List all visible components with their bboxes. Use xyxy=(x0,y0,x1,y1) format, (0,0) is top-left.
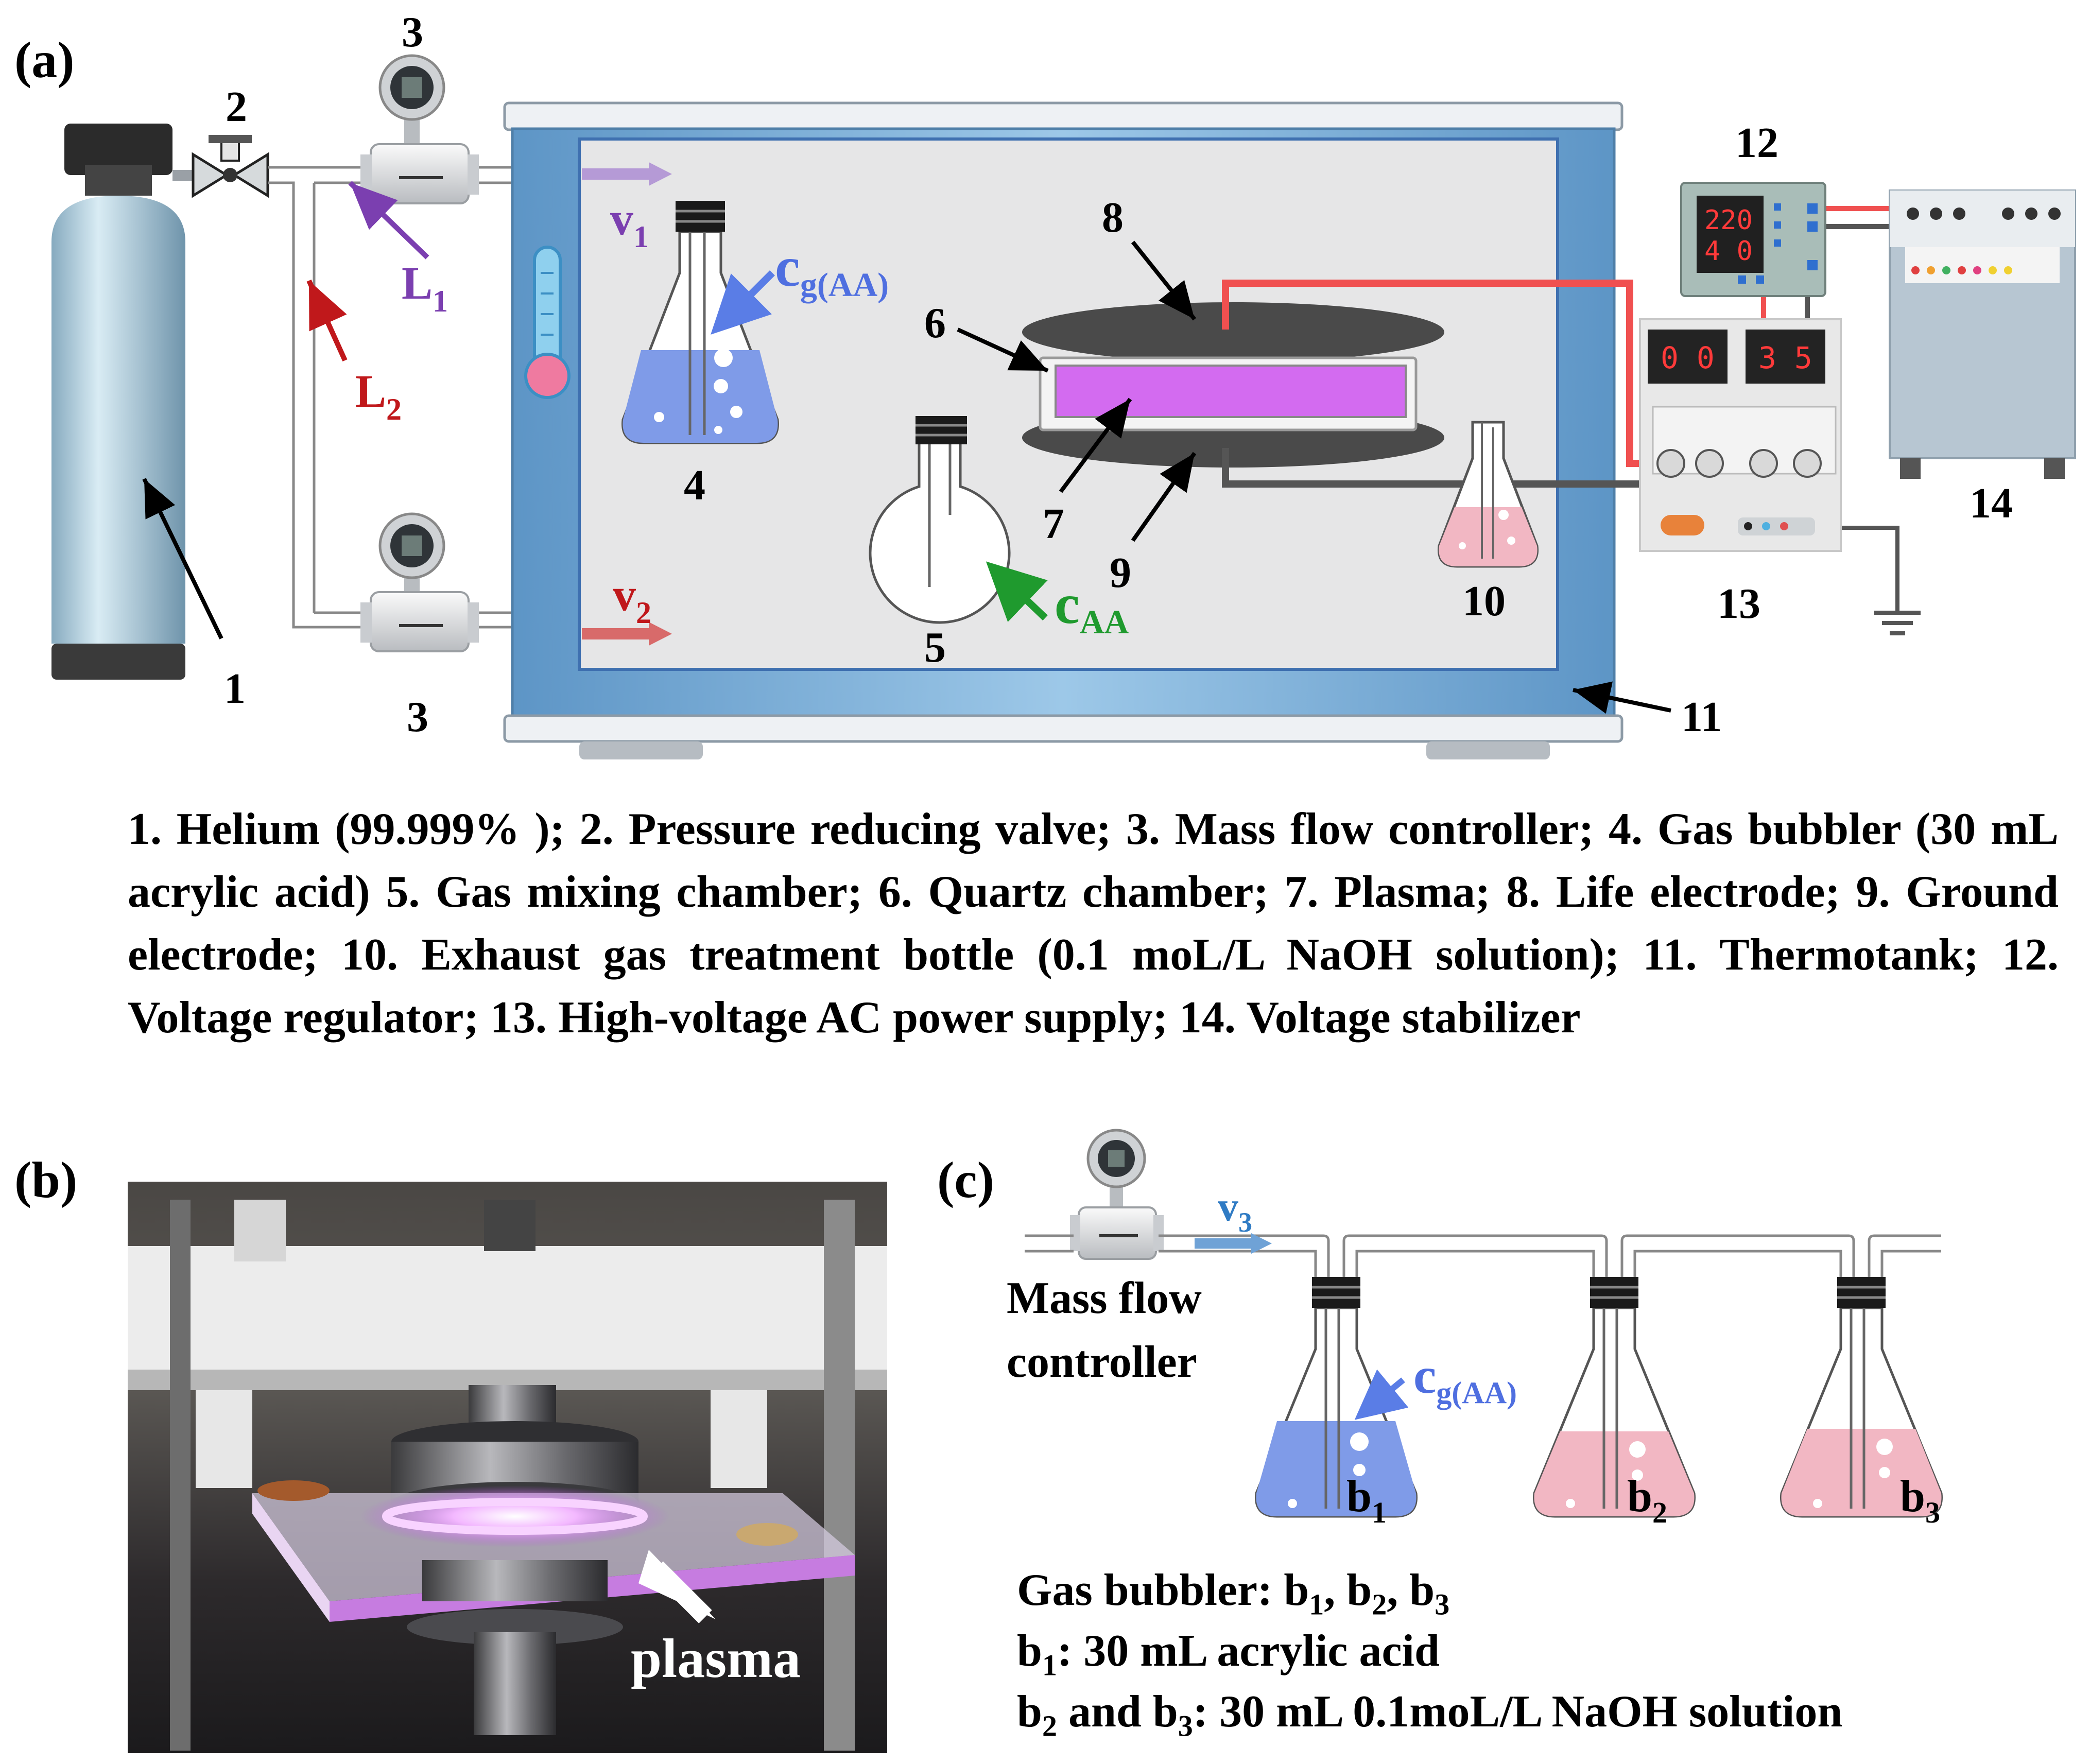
arrow-L2 xyxy=(306,279,348,362)
bubbler-b3 xyxy=(1780,1277,1943,1518)
plasma-pointer-shaft xyxy=(650,1561,712,1623)
label-v2: v2 xyxy=(613,569,651,630)
voltage-regulator-12: 220 4 0 xyxy=(1680,182,1826,297)
mfc-label-line2: controller xyxy=(1007,1337,1197,1387)
label-6: 6 xyxy=(924,299,946,347)
exhaust-bottle-10 xyxy=(1437,421,1539,568)
label-10: 10 xyxy=(1462,577,1506,625)
panel-c-line2: b1: 30 mL acrylic acid xyxy=(1017,1626,1440,1682)
label-7: 7 xyxy=(1043,500,1064,548)
label-14: 14 xyxy=(1970,479,2013,527)
arrow-cg-a xyxy=(711,270,775,335)
plasma-photo-label: plasma xyxy=(631,1628,801,1689)
flow-arrow-v2 xyxy=(582,622,672,646)
bubbler-b2 xyxy=(1533,1277,1696,1518)
mass-flow-controller-bottom xyxy=(360,512,479,652)
panel-c-gas-lines xyxy=(1025,1234,1941,1277)
panel-a-label: (a) xyxy=(14,31,75,89)
label-11: 11 xyxy=(1681,693,1722,741)
arrow-7 xyxy=(1059,397,1132,493)
label-cg-c: cg(AA) xyxy=(1413,1347,1517,1410)
label-3-top: 3 xyxy=(402,8,423,56)
mfc-label: Mass flow controller xyxy=(1007,1267,1202,1394)
label-b2: b2 xyxy=(1627,1472,1667,1529)
label-v1: v1 xyxy=(610,194,649,254)
gas-bubbler-4 xyxy=(621,201,779,444)
pressure-reducing-valve xyxy=(172,135,269,198)
label-cg-a: cg(AA) xyxy=(775,235,889,304)
label-caa: cAA xyxy=(1055,573,1129,641)
power-display-left: 0 0 xyxy=(1661,340,1715,375)
voltage-stabilizer-14 xyxy=(1889,189,2076,479)
arrow-L1 xyxy=(348,181,429,260)
legend-text: 1. Helium (99.999% ); 2. Pressure reduci… xyxy=(128,804,2059,1043)
thermometer-icon xyxy=(524,246,571,399)
gas-mixing-chamber-5 xyxy=(869,416,1011,624)
label-L2: L2 xyxy=(355,366,402,426)
arrow-9 xyxy=(1131,452,1197,542)
panel-c-line3: b2 and b3: 30 mL 0.1moL/L NaOH solution xyxy=(1017,1687,1843,1743)
label-9: 9 xyxy=(1110,549,1131,597)
mass-flow-controller-c xyxy=(1070,1129,1164,1260)
label-5: 5 xyxy=(924,624,946,671)
reactor xyxy=(1022,302,1444,468)
plasma-photo xyxy=(128,1182,887,1753)
arrow-11 xyxy=(1573,681,1671,714)
panel-c-line1: Gas bubbler: b1, b2, b3 xyxy=(1017,1565,1450,1621)
label-13: 13 xyxy=(1717,580,1760,628)
label-3-bottom: 3 xyxy=(407,693,428,741)
label-4: 4 xyxy=(684,461,705,509)
power-supply-13: 0 0 3 5 xyxy=(1639,318,1842,552)
arrow-6 xyxy=(957,327,1049,373)
mfc-label-line1: Mass flow xyxy=(1007,1273,1202,1323)
panel-b-label: (b) xyxy=(14,1151,77,1208)
label-v3: v3 xyxy=(1218,1184,1252,1238)
arrow-8 xyxy=(1131,240,1197,321)
arrow-cg-c xyxy=(1354,1369,1409,1420)
regulator-display-top: 220 xyxy=(1704,205,1753,236)
label-1: 1 xyxy=(224,665,246,713)
flow-arrow-v1 xyxy=(582,162,672,186)
arrow-caa xyxy=(986,561,1048,622)
helium-cylinder xyxy=(51,124,185,680)
bubbler-b1 xyxy=(1255,1277,1418,1518)
label-8: 8 xyxy=(1102,194,1124,241)
label-b1: b1 xyxy=(1346,1472,1387,1529)
panel-c-label: (c) xyxy=(937,1151,994,1208)
label-L1: L1 xyxy=(402,258,448,318)
arrow-1 xyxy=(142,478,223,639)
mass-flow-controller-top xyxy=(360,54,479,204)
regulator-display-bottom: 4 0 xyxy=(1704,236,1753,267)
label-12: 12 xyxy=(1735,119,1778,167)
label-2: 2 xyxy=(226,83,247,131)
label-b3: b3 xyxy=(1900,1472,1940,1529)
power-display-right: 3 5 xyxy=(1758,340,1812,375)
flow-arrow-v3 xyxy=(1195,1233,1272,1254)
